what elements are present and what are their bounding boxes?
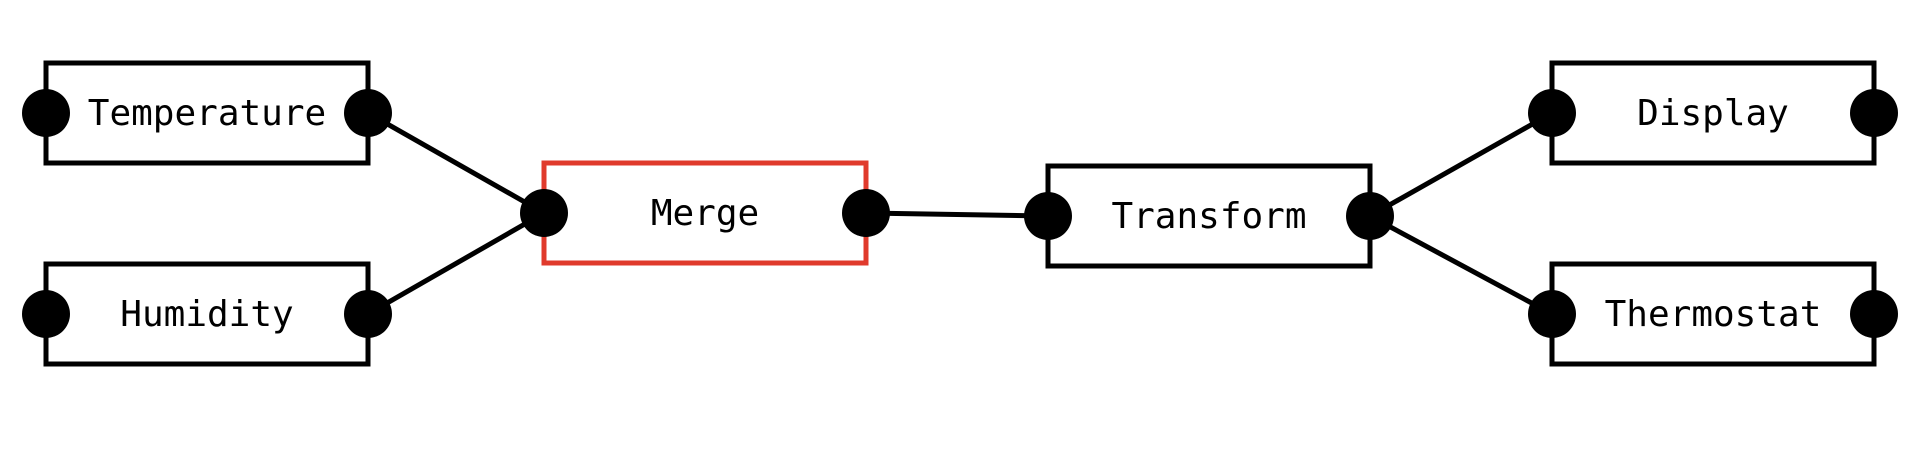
- edge-transform-to-display[interactable]: [1368, 110, 1554, 219]
- node-label-display: Display: [1637, 93, 1789, 134]
- node-transform[interactable]: Transform: [1024, 163, 1394, 269]
- node-box-merge[interactable]: [541, 160, 869, 266]
- out-port-display[interactable]: [1850, 89, 1898, 137]
- in-port-temperature[interactable]: [22, 89, 70, 137]
- node-box-transform[interactable]: [1045, 163, 1373, 269]
- in-port-merge[interactable]: [520, 189, 568, 237]
- in-port-thermostat[interactable]: [1528, 290, 1576, 338]
- node-label-temperature: Temperature: [88, 93, 326, 134]
- out-port-temperature[interactable]: [344, 89, 392, 137]
- node-label-thermostat: Thermostat: [1605, 294, 1822, 335]
- edge-transform-to-thermostat[interactable]: [1368, 213, 1554, 317]
- out-port-thermostat[interactable]: [1850, 290, 1898, 338]
- node-box-humidity[interactable]: [43, 261, 371, 367]
- out-port-humidity[interactable]: [344, 290, 392, 338]
- edge-merge-to-transform[interactable]: [865, 210, 1049, 219]
- node-temperature[interactable]: Temperature: [22, 60, 392, 166]
- node-label-merge: Merge: [651, 193, 759, 234]
- node-box-thermostat[interactable]: [1549, 261, 1877, 367]
- node-label-transform: Transform: [1111, 196, 1306, 237]
- in-port-display[interactable]: [1528, 89, 1576, 137]
- node-box-display[interactable]: [1549, 60, 1877, 166]
- node-thermostat[interactable]: Thermostat: [1528, 261, 1898, 367]
- edges-layer: [366, 110, 1554, 317]
- in-port-humidity[interactable]: [22, 290, 70, 338]
- node-merge[interactable]: Merge: [520, 160, 890, 266]
- edge-humidity-to-merge[interactable]: [366, 210, 546, 317]
- in-port-transform[interactable]: [1024, 192, 1072, 240]
- edge-temperature-to-merge[interactable]: [366, 110, 546, 216]
- out-port-transform[interactable]: [1346, 192, 1394, 240]
- node-label-humidity: Humidity: [120, 294, 293, 335]
- node-humidity[interactable]: Humidity: [22, 261, 392, 367]
- node-display[interactable]: Display: [1528, 60, 1898, 166]
- out-port-merge[interactable]: [842, 189, 890, 237]
